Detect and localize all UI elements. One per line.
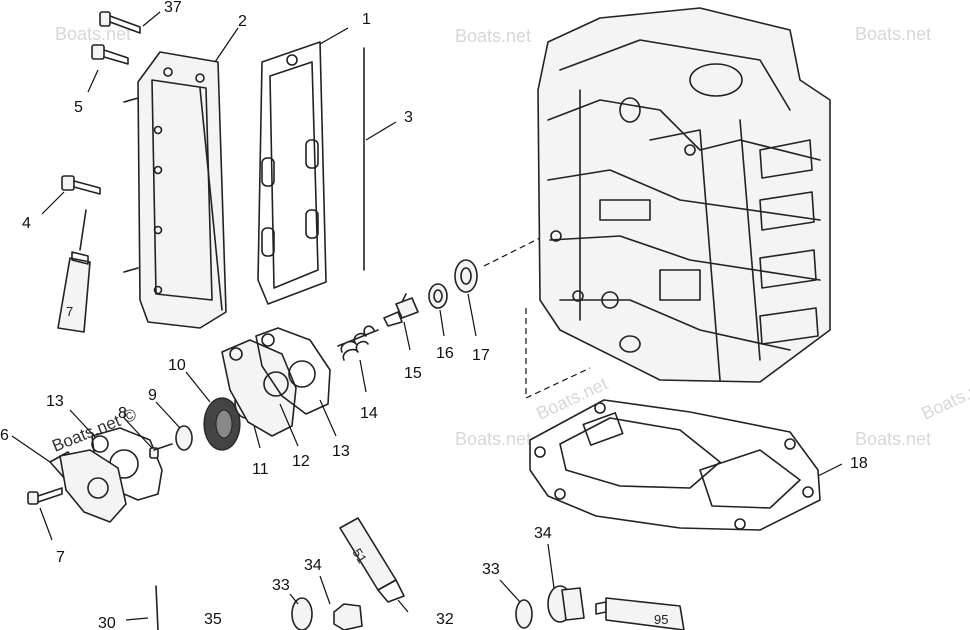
gear-10 (203, 397, 241, 451)
callout-32: 32 (436, 611, 454, 628)
watermark: Boats.net (533, 373, 610, 423)
sealant-tube-95: 95 (595, 597, 685, 630)
alignment-line (483, 237, 541, 267)
callout-15: 15 (404, 365, 422, 382)
leader-line (365, 121, 397, 141)
plate-gasket-13 (255, 327, 331, 415)
callout-12: 12 (292, 453, 310, 470)
watermark: Boats.net (55, 24, 131, 44)
spring-14 (337, 325, 379, 361)
watermark: Boats.net (918, 373, 970, 423)
leader-line (69, 409, 97, 439)
leader-line (142, 11, 161, 27)
callout-2: 2 (238, 13, 247, 30)
watermark: Boats.net (455, 26, 531, 46)
washer-33 (291, 597, 313, 630)
callout-11: 11 (252, 461, 269, 478)
stud-30 (155, 585, 159, 630)
leader-line (87, 69, 99, 93)
leader-line (397, 599, 409, 613)
leader-line (319, 399, 337, 437)
bolt-4 (61, 175, 101, 195)
callout-8: 8 (118, 405, 127, 422)
tube-label: 95 (654, 612, 668, 627)
leader-line (319, 27, 349, 45)
leader-line (359, 359, 367, 393)
leader-line (279, 403, 299, 447)
callout-4: 4 (22, 215, 31, 232)
crankcase-block (537, 7, 831, 383)
mount-34 (333, 603, 363, 630)
leader-line (125, 617, 149, 621)
sealant-tube-51: 51 (339, 517, 405, 603)
screw-8 (149, 443, 173, 459)
leader-line (155, 401, 181, 429)
leader-line (289, 593, 299, 605)
leader-line (547, 543, 555, 589)
cover-gasket-1 (257, 41, 327, 305)
callout-10: 10 (168, 357, 186, 374)
leader-line (403, 321, 411, 351)
callout-18: 18 (850, 455, 868, 472)
watermark: Boats.net (455, 429, 531, 449)
exhaust-cover-2 (123, 51, 227, 329)
callout-13: 13 (332, 443, 350, 460)
fitting-15 (383, 293, 419, 327)
callout-34: 34 (304, 557, 322, 574)
callout-33: 33 (482, 561, 500, 578)
callout-5: 5 (74, 99, 83, 116)
leader-line (41, 191, 65, 215)
leader-line (185, 371, 211, 403)
tube-label: 7 (66, 304, 73, 319)
callout-9: 9 (148, 387, 157, 404)
leader-line (39, 507, 53, 541)
nut-16 (428, 283, 448, 309)
cap-9 (175, 425, 193, 451)
callout-13: 13 (46, 393, 64, 410)
sealant-tube-7: 7 (57, 209, 91, 333)
callout-34: 34 (534, 525, 552, 542)
watermark: Boats.net (855, 429, 931, 449)
callout-35: 35 (204, 611, 222, 628)
leader-line (319, 575, 331, 605)
callout-6: 6 (0, 427, 9, 444)
seal-17 (454, 259, 478, 293)
tube-label: 51 (349, 546, 369, 566)
leader-line (467, 293, 477, 337)
callout-16: 16 (436, 345, 454, 362)
callout-33: 33 (272, 577, 290, 594)
washer-33 (515, 599, 533, 629)
leader-line (439, 309, 445, 337)
pump-cover (59, 449, 127, 523)
base-gasket-18 (529, 399, 821, 531)
mount-34 (547, 585, 585, 623)
callout-30: 30 (98, 615, 116, 630)
leader-line (123, 417, 153, 449)
callout-7: 7 (56, 549, 65, 566)
leader-line (214, 27, 239, 63)
callout-37: 37 (164, 0, 182, 16)
plate-12 (221, 339, 297, 437)
leader-line (499, 579, 521, 603)
bolt-5 (91, 44, 129, 65)
callout-1: 1 (362, 11, 371, 28)
leader-line (817, 463, 843, 477)
alignment-line (525, 308, 591, 399)
watermark: Boats.net (855, 24, 931, 44)
bolt-37 (99, 11, 141, 34)
callout-17: 17 (472, 347, 490, 364)
callout-14: 14 (360, 405, 378, 422)
callout-3: 3 (404, 109, 413, 126)
leader-line (11, 435, 51, 463)
bolt-7 (27, 487, 63, 505)
